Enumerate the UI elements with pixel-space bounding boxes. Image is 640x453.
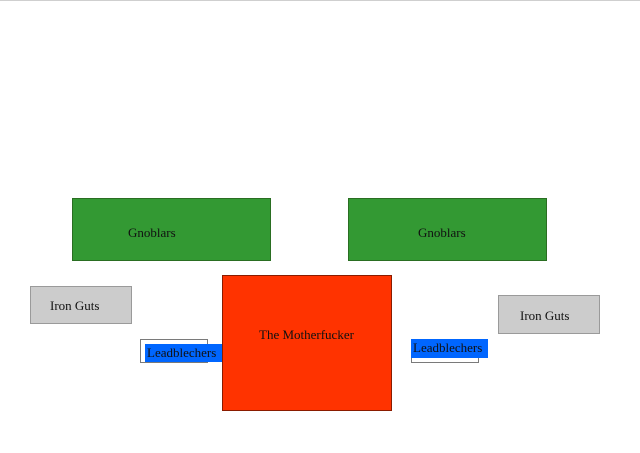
top-border [0,0,640,1]
iron-guts-unit-left: Iron Guts [30,286,132,324]
motherfucker-label: The Motherfucker [259,327,354,342]
gnoblars-left-label: Gnoblars [128,225,176,240]
gnoblars-right-label: Gnoblars [418,225,466,240]
leadblechers-unit-right: Leadblechers [411,339,488,358]
leadblechers-unit-left: Leadblechers [145,344,222,362]
iron-guts-left-label: Iron Guts [50,298,100,313]
gnoblars-unit-left: Gnoblars [72,198,271,261]
gnoblars-unit-right: Gnoblars [348,198,547,261]
iron-guts-right-label: Iron Guts [520,308,570,323]
motherfucker-unit: The Motherfucker [222,275,392,411]
iron-guts-unit-right: Iron Guts [498,295,600,334]
